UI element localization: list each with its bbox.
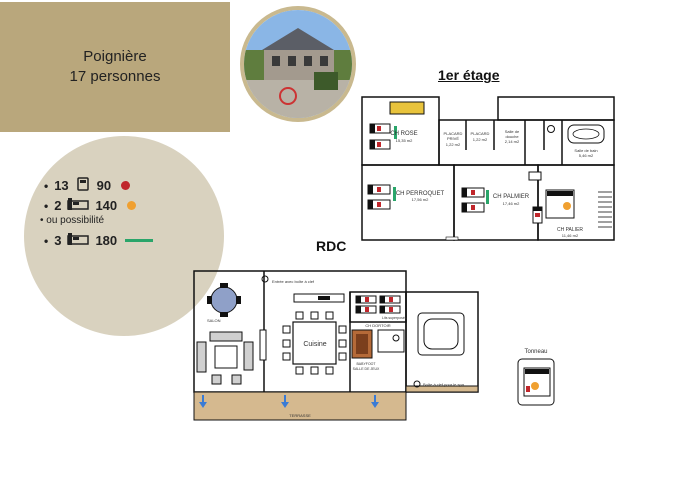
room-ch-perroquet-area: 17,56 m2 (412, 197, 429, 202)
green-line-icon (125, 239, 154, 242)
room-cuisine: Cuisine (303, 341, 326, 348)
spa-key-label: Boîte à clef pour le spa (423, 382, 465, 387)
room-ch-perroquet: CH PERROQUET (396, 191, 445, 197)
property-name: Poignière (83, 48, 147, 65)
ground-floor-label: RDC (316, 238, 347, 254)
room-salon: SALON (207, 318, 221, 323)
room-salle-douche-2: douche (505, 134, 519, 139)
entry-label: Entrée avec boîte à clef (272, 279, 315, 284)
legend-alt: • ou possibilité (40, 215, 105, 226)
room-ch-palmier-area: 17,46 m2 (503, 201, 520, 206)
room-ch-rose: CH ROSE (390, 131, 417, 137)
bed-legend (24, 136, 224, 336)
legend-count: 2 (54, 198, 62, 213)
room-lits: Lits superposés (382, 316, 407, 320)
room-ch-palier-area: 11,46 m2 (562, 233, 579, 238)
room-salle-jeux: SALLE DE JEUX (353, 367, 380, 371)
room-ch-rose-area: 15,35 m2 (396, 138, 413, 143)
upper-furniture (367, 101, 612, 241)
room-ch-palier: CH PALIER (557, 227, 583, 233)
upper-floor-plan (361, 96, 615, 241)
title-box: Poignière 17 personnes (0, 2, 230, 132)
legend-row-double: • 2 140 (44, 197, 137, 214)
capacity: 17 personnes (69, 68, 161, 85)
legend-alt-text: ou possibilité (46, 215, 105, 226)
room-salle-bain-area: 5,46 m2 (579, 153, 594, 158)
room-ch-dortoir: CH DORTOIR (365, 323, 390, 328)
room-placard-prive-sub: PRIVÉ (447, 136, 459, 141)
room-salle-douche-area: 2,14 m2 (505, 139, 520, 144)
legend-count: 3 (54, 233, 62, 248)
upper-floor-label: 1er étage (438, 67, 500, 83)
double-bed-icon (67, 197, 90, 214)
terrace-label: TERRASSE (289, 413, 311, 418)
legend-count: 13 (54, 178, 69, 193)
room-salle-douche: Salle de (505, 129, 520, 134)
room-placard-prive: PLACARD (444, 131, 463, 136)
legend-row-king: • 3 180 (44, 232, 154, 249)
legend-row-single: • 13 90 (44, 177, 131, 194)
orange-dot-icon (127, 201, 137, 210)
legend-size: 180 (95, 233, 118, 248)
room-placard: PLACARD (471, 131, 490, 136)
legend-size: 140 (95, 198, 118, 213)
room-placard-area: 1,22 m2 (473, 137, 488, 142)
room-placard-prive-area: 1,22 m2 (446, 142, 461, 147)
ground-furniture (193, 275, 555, 421)
tonneau-label: Tonneau (524, 349, 547, 355)
single-bed-icon (75, 177, 91, 194)
room-babyfoot: BABYFOOT (356, 362, 376, 366)
room-salle-bain: Salle de bain (574, 148, 597, 153)
red-dot-icon (121, 181, 131, 190)
double-bed-icon (67, 232, 90, 249)
room-ch-palmier: CH PALMIER (493, 194, 530, 200)
legend-size: 90 (96, 178, 112, 193)
